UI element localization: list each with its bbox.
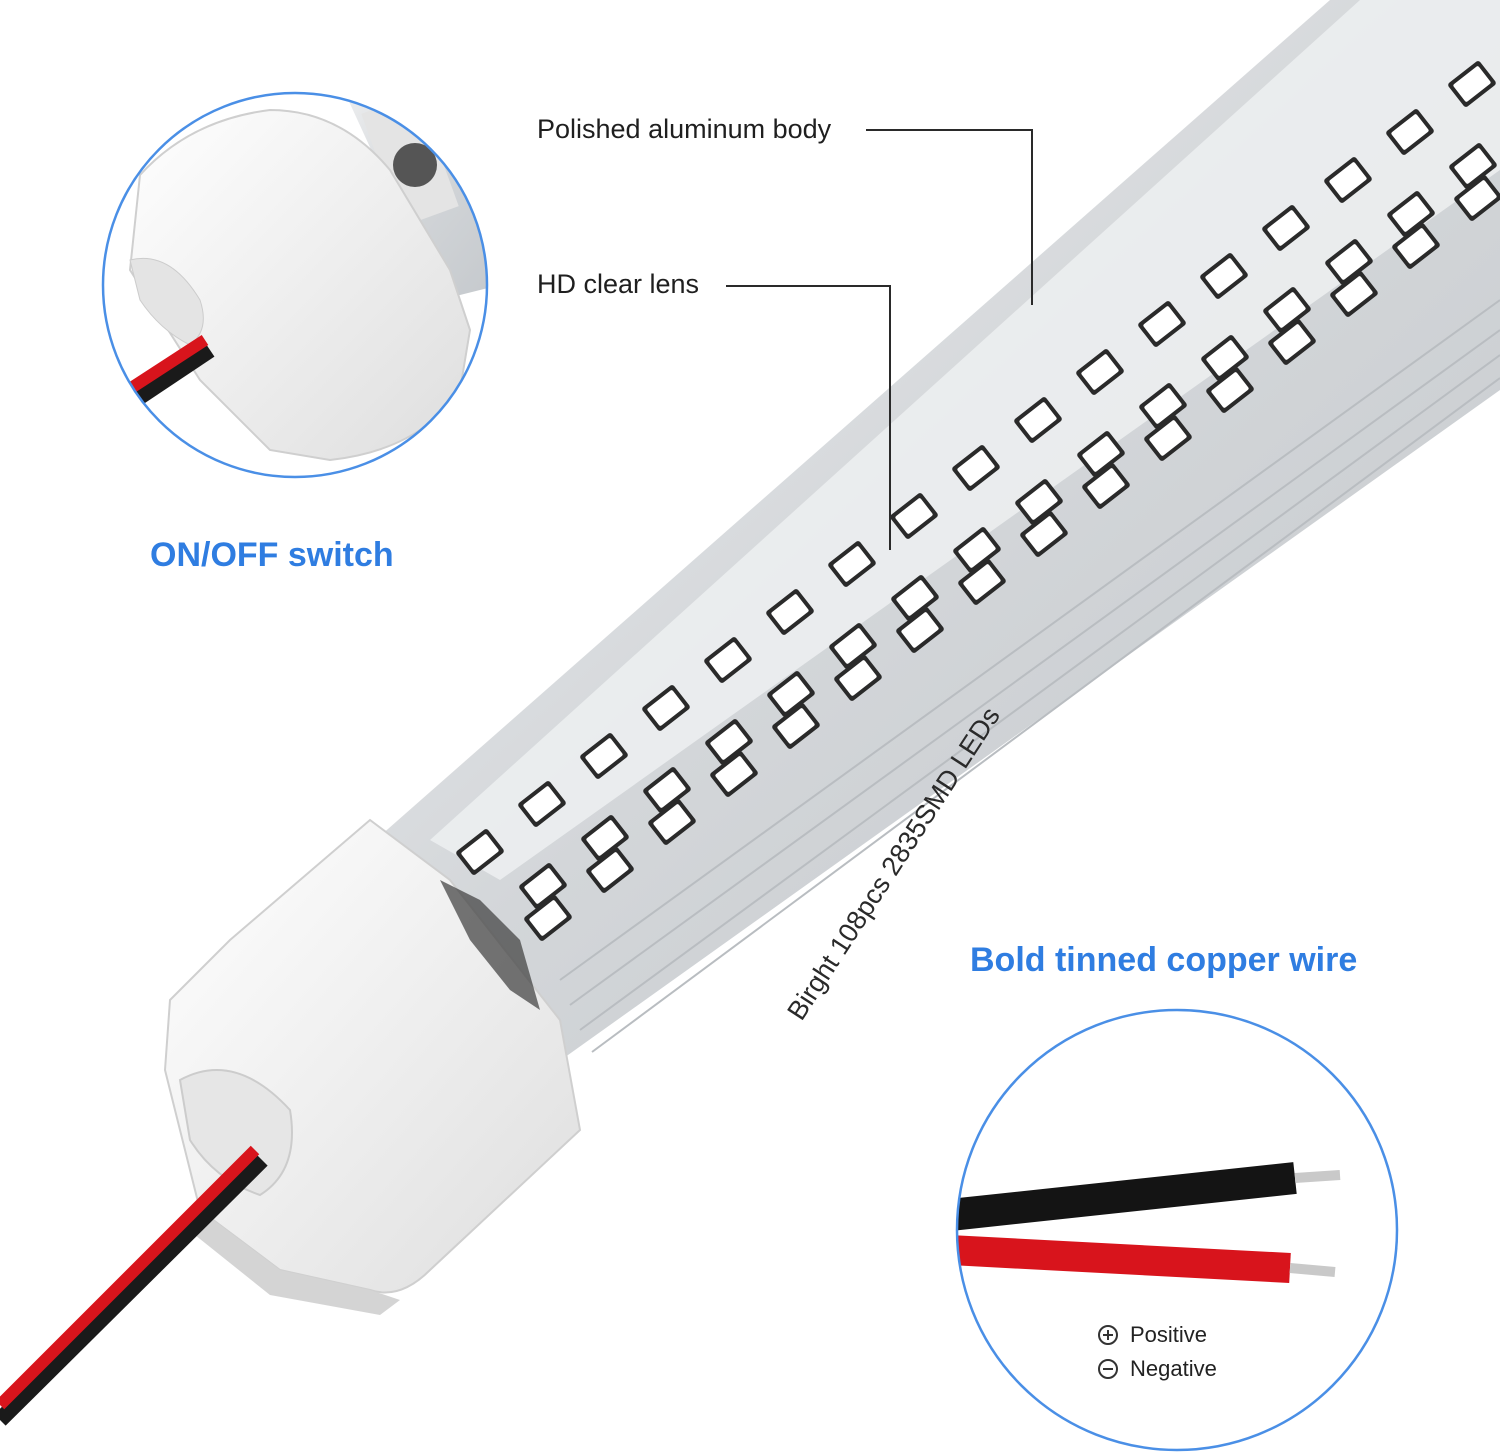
clear-lens [430, 0, 1500, 880]
led-chip [766, 589, 814, 635]
led-chip [1449, 143, 1497, 189]
led-chip [1082, 463, 1130, 509]
led-chip [643, 767, 691, 813]
led-chip [1138, 301, 1186, 347]
led-chip [1268, 319, 1316, 365]
led-chip [705, 719, 753, 765]
led-chip [586, 847, 634, 893]
led-chip [772, 703, 820, 749]
led-chip [1263, 287, 1311, 333]
led-chip [1324, 157, 1372, 203]
led-chip [1330, 271, 1378, 317]
led-chip [1448, 61, 1496, 107]
led-chip [958, 559, 1006, 605]
led-chip [1392, 223, 1440, 269]
inset-switch [101, 91, 489, 479]
body-ridges [559, 299, 1500, 1053]
led-chip [1014, 397, 1062, 443]
minus-circle-icon [1098, 1359, 1118, 1379]
legend-positive: Positive [1098, 1322, 1207, 1348]
led-chip [891, 575, 939, 621]
led-chip [642, 685, 690, 731]
led-chip [890, 493, 938, 539]
led-chip [1139, 383, 1187, 429]
led-chip [519, 863, 567, 909]
led-chip [1077, 431, 1125, 477]
led-chip [524, 895, 572, 941]
led-chip [829, 623, 877, 669]
led-chip [1201, 335, 1249, 381]
leader-lines [726, 129, 1033, 550]
led-chip [834, 655, 882, 701]
feature-switch-label: ON/OFF switch [150, 536, 394, 574]
led-chip [896, 607, 944, 653]
led-chip [828, 541, 876, 587]
led-chip [518, 781, 566, 827]
led-chip [581, 815, 629, 861]
led-chip [1454, 175, 1500, 221]
led-chip [1386, 109, 1434, 155]
legend-positive-label: Positive [1130, 1322, 1208, 1347]
led-chip [767, 671, 815, 717]
plus-circle-icon [1098, 1325, 1118, 1345]
led-chip [704, 637, 752, 683]
led-chip [1387, 191, 1435, 237]
feature-wire-label: Bold tinned copper wire [970, 941, 1358, 979]
wire-bottom [0, 1145, 268, 1426]
led-chip [1200, 253, 1248, 299]
callout-lens: HD clear lens [537, 269, 700, 299]
led-chip [1325, 239, 1373, 285]
led-chip [953, 527, 1001, 573]
inset-wire [955, 1008, 1399, 1452]
callout-aluminum-body: Polished aluminum body [537, 114, 832, 144]
led-chip [648, 799, 696, 845]
led-chip [1206, 367, 1254, 413]
led-chip [1015, 479, 1063, 525]
led-chip [1262, 205, 1310, 251]
led-chip [456, 829, 504, 875]
led-chip [710, 751, 758, 797]
led-chip [1020, 511, 1068, 557]
led-chip [1076, 349, 1124, 395]
legend-negative-label: Negative [1130, 1356, 1217, 1381]
led-chip [580, 733, 628, 779]
led-array [456, 61, 1500, 941]
led-chip [952, 445, 1000, 491]
led-chip [1144, 415, 1192, 461]
legend-negative: Negative [1098, 1356, 1217, 1382]
